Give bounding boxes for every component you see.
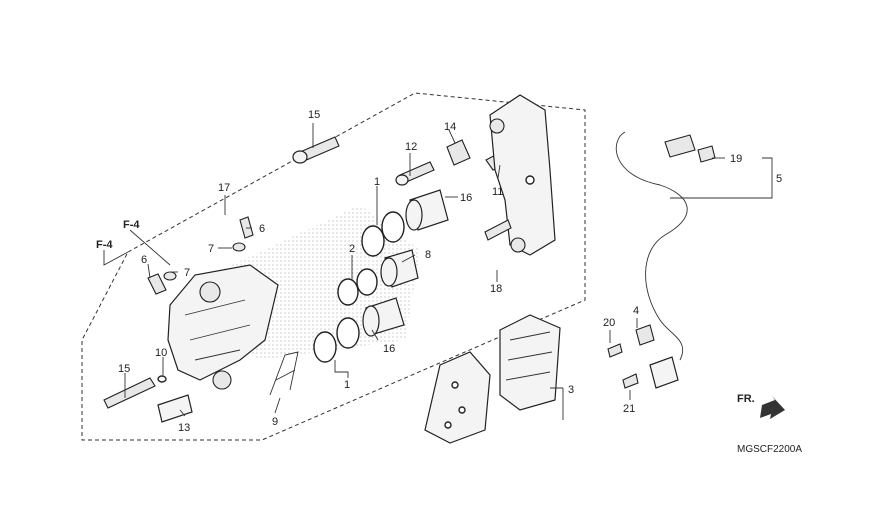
- callout-21: 20: [603, 317, 615, 329]
- direction-label: FR.: [737, 393, 755, 405]
- mounting-bolt: [292, 136, 340, 164]
- pin-bolt: [395, 161, 435, 186]
- callout-10: 10: [155, 347, 167, 359]
- piston-seals-mid: [337, 249, 419, 306]
- callout-6-left: 6: [141, 254, 147, 266]
- callout-4: 4: [633, 305, 639, 317]
- callout-12: 12: [405, 141, 417, 153]
- brake-pads: [424, 314, 561, 444]
- callout-14: 14: [444, 121, 456, 133]
- callout-17: 17: [218, 182, 230, 194]
- reference-f4-top: F-4: [123, 219, 140, 231]
- callout-6-top: 6: [259, 223, 265, 235]
- pad-spring: [269, 351, 299, 396]
- piston-seals-top: [361, 189, 449, 257]
- leader-lines: [103, 123, 773, 420]
- boot: [446, 139, 471, 166]
- slide-pins: [103, 375, 193, 423]
- piston-seals-bottom: [313, 297, 405, 363]
- callout-22: 21: [623, 403, 635, 415]
- callout-15: 15: [118, 363, 130, 375]
- reference-f4-left: F-4: [96, 239, 113, 251]
- callout-1-top: 1: [374, 176, 380, 188]
- callout-2: 2: [349, 243, 355, 255]
- callout-labels: 15 12 14 11 16 1 2 8 16 1 18 3 19 5 4 20…: [96, 109, 802, 455]
- callout-11: 11: [492, 186, 503, 198]
- callout-1-bottom: 1: [344, 379, 350, 391]
- callout-9: 9: [272, 416, 278, 428]
- front-direction-arrow: [760, 396, 785, 419]
- callout-13: 13: [178, 422, 190, 434]
- callout-5: 5: [776, 173, 782, 185]
- caliper-body: [167, 264, 279, 390]
- speed-sensor-harness: [607, 131, 716, 389]
- callout-3: 3: [568, 384, 574, 396]
- callout-16-top: 16: [460, 192, 472, 204]
- callout-7-left: 7: [184, 267, 190, 279]
- assembly-boundary: [81, 92, 586, 441]
- callout-8: 8: [425, 249, 431, 261]
- bleeder-valve: [147, 216, 254, 295]
- caliper-bracket: [484, 94, 556, 256]
- callout-7-top: 7: [208, 243, 214, 255]
- callout-20: 19: [730, 153, 742, 165]
- callout-16-bottom: 16: [383, 343, 395, 355]
- callout-19: 15: [308, 109, 320, 121]
- diagram-code: MGSCF2200A: [737, 444, 802, 455]
- callout-18: 18: [490, 283, 502, 295]
